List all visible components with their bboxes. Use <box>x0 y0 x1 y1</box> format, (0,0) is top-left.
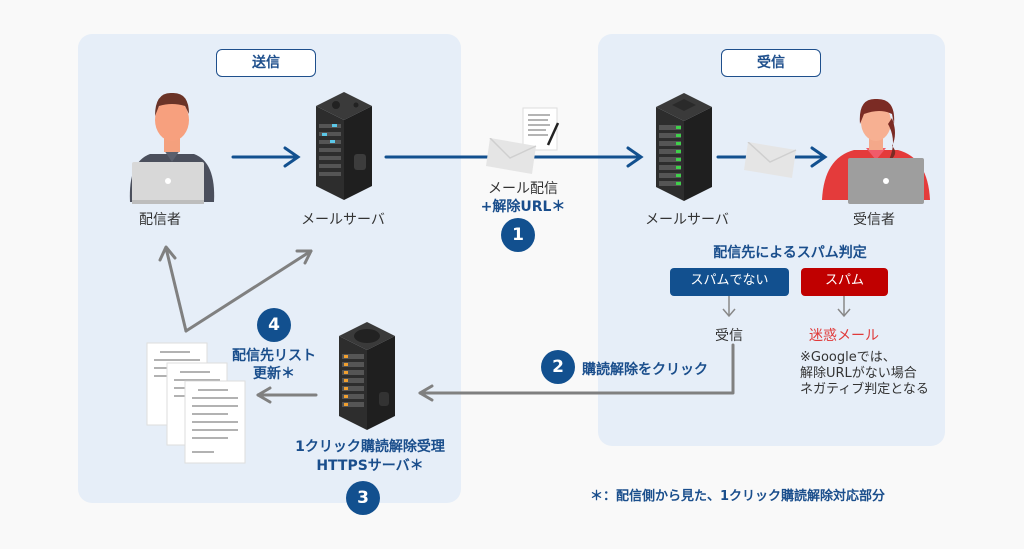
not-spam-button: スパムでない <box>670 268 789 296</box>
send-server-label: メールサーバ <box>301 212 385 228</box>
spam-judgement-title: 配信先によるスパム判定 <box>713 245 867 261</box>
spam-note-line3: ネガティブ判定となる <box>800 382 929 397</box>
step-3-label-line2: HTTPSサーバ＊ <box>316 458 424 474</box>
spam-note-line2: 解除URLがない場合 <box>800 366 917 381</box>
step-4-label-line2: 更新＊ <box>253 366 295 382</box>
step-2-badge: 2 <box>541 350 575 384</box>
send-panel <box>78 34 461 503</box>
spam-note-line1: ※Googleでは、 <box>800 350 896 365</box>
sender-label: 配信者 <box>139 212 181 228</box>
distribution-list-icon <box>146 342 246 464</box>
receiver-person-icon <box>822 98 930 204</box>
spam-result: 迷惑メール <box>809 328 879 344</box>
recv-server-label: メールサーバ <box>645 212 729 228</box>
spam-button: スパム <box>801 268 888 296</box>
step-4-badge: 4 <box>257 308 291 342</box>
arrow-list-to-server <box>184 249 313 333</box>
sender-person-icon <box>129 92 215 204</box>
transit-label-line1: メール配信 <box>488 181 558 197</box>
footnote: ＊：配信側から見た、1クリック購読解除対応部分 <box>590 489 886 504</box>
step-2-label: 購読解除をクリック <box>582 362 708 378</box>
not-spam-result: 受信 <box>715 328 743 344</box>
envelope-icon <box>486 138 537 174</box>
send-panel-tag: 送信 <box>216 49 316 77</box>
envelope-icon <box>744 142 797 178</box>
step-4-label-line1: 配信先リスト <box>232 348 316 364</box>
https-server-icon <box>339 322 395 430</box>
step-3-badge: 3 <box>346 481 380 515</box>
send-mail-server-icon <box>316 92 372 200</box>
arrow-click-to-https <box>418 343 735 395</box>
step-1-badge: 1 <box>501 218 535 252</box>
document-icon <box>522 107 560 151</box>
receive-panel-tag: 受信 <box>721 49 821 77</box>
arrow-list-to-sender <box>164 246 188 333</box>
step-3-label-line1: 1クリック購読解除受理 <box>295 439 445 455</box>
receiver-label: 受信者 <box>853 212 895 228</box>
transit-label-line2: +解除URL＊ <box>480 199 566 215</box>
receive-mail-server-icon <box>656 93 712 201</box>
